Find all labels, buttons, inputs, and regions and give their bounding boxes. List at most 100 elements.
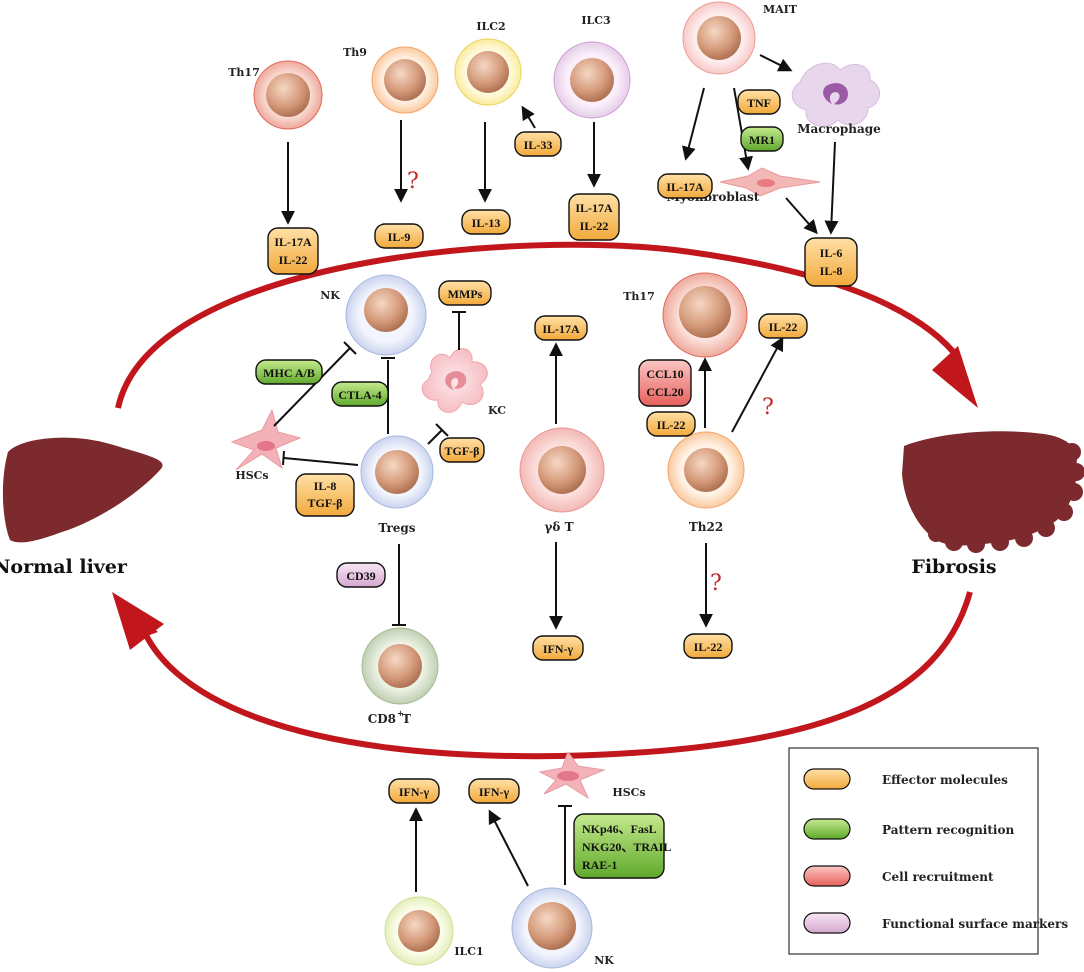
ilc1-label: ILC1 xyxy=(454,945,483,958)
cell-th9 xyxy=(371,46,439,114)
svg-text:NKG20、TRAIL: NKG20、TRAIL xyxy=(582,840,671,854)
upper-red-arrowhead xyxy=(932,346,978,408)
svg-text:IL-17A: IL-17A xyxy=(666,180,704,194)
svg-text:IFN-γ: IFN-γ xyxy=(399,785,430,799)
nk-mid-label: NK xyxy=(320,289,340,302)
legend: Effector molecules Pattern recognition C… xyxy=(788,747,1068,955)
pill-il17a-gdt: IL-17A xyxy=(534,315,588,341)
pill-il22-rec: IL-22 xyxy=(646,411,696,437)
pill-ifng-gdt: IFN-γ xyxy=(532,635,584,661)
svg-text:MHC A/B: MHC A/B xyxy=(263,366,315,380)
pill-il22-diag: IL-22 xyxy=(758,313,808,339)
svg-text:IL-6: IL-6 xyxy=(820,246,843,260)
macrophage-label: Macrophage xyxy=(797,122,881,136)
cell-th17-top xyxy=(253,60,323,130)
pill-il13: IL-13 xyxy=(461,209,511,235)
svg-text:CCL10: CCL10 xyxy=(646,367,683,381)
nk-bottom-label: NK xyxy=(594,954,614,967)
svg-text:IFN-γ: IFN-γ xyxy=(479,785,510,799)
th9-label: Th9 xyxy=(343,46,367,59)
question-th22-diag: ? xyxy=(762,395,774,420)
inhib-tregs-kc-bar xyxy=(435,423,449,437)
cell-nk-bottom xyxy=(511,887,593,969)
pill-mhc: MHC A/B xyxy=(255,359,323,385)
legend-swatch-recruit xyxy=(803,865,851,887)
cell-ilc2 xyxy=(454,38,522,106)
pill-cd39: CD39 xyxy=(336,562,386,588)
svg-text:IL-22: IL-22 xyxy=(279,253,308,267)
legend-recruit: Cell recruitment xyxy=(882,870,994,884)
pill-tgfb-kc: TGF-β xyxy=(439,437,485,463)
svg-text:CTLA-4: CTLA-4 xyxy=(338,388,381,402)
cell-nk-mid xyxy=(345,274,427,356)
svg-text:IL-9: IL-9 xyxy=(388,230,411,244)
svg-text:RAE-1: RAE-1 xyxy=(582,858,617,872)
arrow-mait-il17a xyxy=(682,87,705,161)
pill-th17-cytokines: IL-17A IL-22 xyxy=(267,227,319,275)
pill-ifng-ilc1: IFN-γ xyxy=(388,778,440,804)
legend-swatch-surface xyxy=(803,912,851,934)
th22-label: Th22 xyxy=(689,520,723,534)
svg-text:IL-17A: IL-17A xyxy=(575,201,613,215)
arrow-mait-macrophage xyxy=(759,54,793,72)
arrow-macrophage-il6 xyxy=(824,141,839,235)
pill-ctla4: CTLA-4 xyxy=(331,381,389,407)
pill-ccl10-ccl20: CCL10 CCL20 xyxy=(638,359,692,407)
svg-text:IL-17A: IL-17A xyxy=(542,322,580,336)
pill-mr1: MR1 xyxy=(740,126,784,152)
pill-tnf: TNF xyxy=(737,89,781,115)
fibrosis-label: Fibrosis xyxy=(911,556,996,578)
lower-red-arrow xyxy=(135,591,973,760)
inhib-hscs-nk-bar xyxy=(343,341,357,355)
pill-il9: IL-9 xyxy=(374,223,424,249)
gdt-label: γδ T xyxy=(544,520,573,534)
myofibroblast-shape xyxy=(719,167,821,197)
svg-text:TGF-β: TGF-β xyxy=(308,496,343,510)
arrow-il33-ilc2 xyxy=(521,105,536,129)
th17-top-label: Th17 xyxy=(228,66,260,79)
pill-ifng-nk: IFN-γ xyxy=(468,778,520,804)
svg-text:IL-17A: IL-17A xyxy=(274,235,312,249)
legend-pattern: Pattern recognition xyxy=(882,823,1014,837)
svg-text:NKp46、FasL: NKp46、FasL xyxy=(582,822,657,836)
svg-text:IL-22: IL-22 xyxy=(694,640,723,654)
cd8-t-label: T xyxy=(402,712,411,726)
svg-text:CD39: CD39 xyxy=(346,569,375,583)
cell-ilc1 xyxy=(384,896,454,966)
connectors xyxy=(273,54,839,892)
cell-gdt xyxy=(519,427,605,513)
pill-il22-down: IL-22 xyxy=(683,633,733,659)
pill-ilc3-cytokines: IL-17A IL-22 xyxy=(568,193,620,241)
normal-liver-label: Normal liver xyxy=(0,556,128,578)
svg-text:IFN-γ: IFN-γ xyxy=(543,642,574,656)
inhib-tregs-kc xyxy=(427,429,443,445)
pill-il6-il8: IL-6 IL-8 xyxy=(804,237,858,287)
kc-label: KC xyxy=(488,404,506,417)
fibrosis-liver-bumps xyxy=(928,443,1084,553)
svg-text:TGF-β: TGF-β xyxy=(445,444,480,458)
arrow-th22-il22 xyxy=(731,336,784,433)
legend-effector: Effector molecules xyxy=(882,773,1008,787)
pill-il17a-mait: IL-17A xyxy=(657,173,713,199)
svg-text:MR1: MR1 xyxy=(749,133,775,147)
arrow-myofibroblast-il6 xyxy=(785,197,818,235)
inhib-hscs-nk xyxy=(273,347,351,427)
pill-mmps: MMPs xyxy=(438,280,492,306)
cycle-arrows xyxy=(112,241,978,760)
inhib-tregs-hscs xyxy=(283,457,359,466)
lower-red-arrowhead xyxy=(112,592,164,650)
svg-text:IL-33: IL-33 xyxy=(524,138,553,152)
kc-shape xyxy=(421,348,488,413)
svg-text:IL-22: IL-22 xyxy=(769,320,798,334)
tregs-label: Tregs xyxy=(378,521,415,535)
pill-il8-tgfb: IL-8 TGF-β xyxy=(295,473,355,517)
th17-mid-label: Th17 xyxy=(623,290,655,303)
arrow-nk-ifng xyxy=(488,809,529,887)
svg-text:CCL20: CCL20 xyxy=(646,385,683,399)
cd8-label: CD8 xyxy=(368,712,396,726)
svg-text:MMPs: MMPs xyxy=(448,287,483,301)
fibrosis-liver-shape xyxy=(902,431,1077,546)
hscs-mid-label: HSCs xyxy=(235,469,268,482)
